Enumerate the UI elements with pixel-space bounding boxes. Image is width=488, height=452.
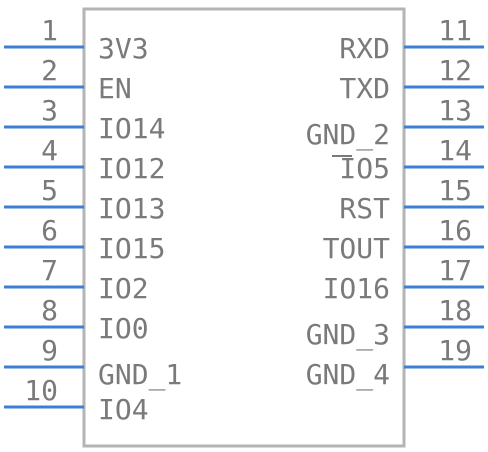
pin-label: TOUT — [323, 232, 391, 265]
pin-number: 16 — [438, 214, 472, 247]
pin-number: 15 — [438, 174, 472, 207]
pin-label: TXD — [339, 72, 390, 105]
pin-number: 7 — [41, 254, 58, 287]
pin-number: 11 — [438, 14, 472, 47]
pin-8: 8 IO0 — [4, 294, 149, 345]
pin-19: 19 GND_4 — [306, 334, 484, 392]
pin-number: 17 — [438, 254, 472, 287]
pin-4: 4 IO12 — [4, 134, 165, 185]
pin-label: IO0 — [98, 312, 149, 345]
pin-17: 17 IO16 — [323, 254, 484, 305]
pin-number: 6 — [41, 214, 58, 247]
pin-14: 14 IO5 — [332, 134, 484, 185]
pin-number: 5 — [41, 174, 58, 207]
pin-label: IO2 — [98, 272, 149, 305]
pin-number: 4 — [41, 134, 58, 167]
pin-2: 2 EN — [4, 54, 132, 105]
pin-label: GND_3 — [306, 318, 390, 352]
pin-label: IO15 — [98, 232, 165, 265]
pin-number: 1 — [41, 14, 58, 47]
pin-label: EN — [98, 72, 132, 105]
pin-label: RXD — [339, 32, 390, 65]
pin-number: 2 — [41, 54, 58, 87]
pin-18: 18 GND_3 — [306, 294, 484, 352]
pin-label: GND_2 — [306, 118, 390, 152]
pin-label: IO16 — [323, 272, 390, 305]
pin-number: 10 — [24, 374, 58, 407]
pin-label: 3V3 — [98, 32, 149, 65]
pin-16: 16 TOUT — [323, 214, 484, 265]
pin-number: 18 — [438, 294, 472, 327]
pin-1: 1 3V3 — [4, 14, 149, 65]
pin-number: 14 — [438, 134, 472, 167]
pin-13: 13 GND_2 — [306, 94, 484, 152]
component-body — [82, 7, 406, 448]
pin-number: 9 — [41, 334, 58, 367]
right-pins: 11 RXD 12 TXD 13 GND_2 14 IO5 15 RST 16 … — [306, 14, 484, 392]
pin-7: 7 IO2 — [4, 254, 149, 305]
left-pins: 1 3V3 2 EN 3 IO14 4 IO12 5 IO13 6 IO15 — [4, 14, 182, 426]
pin-15: 15 RST — [339, 174, 484, 225]
pin-label: GND_1 — [98, 358, 182, 392]
pin-12: 12 TXD — [339, 54, 484, 105]
pin-11: 11 RXD — [339, 14, 484, 65]
pin-label: IO14 — [98, 112, 165, 145]
pin-number: 3 — [41, 94, 58, 127]
pin-label: IO13 — [98, 192, 165, 225]
pin-number: 12 — [438, 54, 472, 87]
pin-label: IO4 — [98, 393, 149, 426]
pin-label: GND_4 — [306, 358, 390, 392]
pin-label: RST — [339, 192, 390, 225]
pin-6: 6 IO15 — [4, 214, 165, 265]
pin-number: 19 — [438, 334, 472, 367]
pin-5: 5 IO13 — [4, 174, 165, 225]
pin-9: 9 GND_1 — [4, 334, 182, 392]
pin-3: 3 IO14 — [4, 94, 165, 145]
pin-label: IO5 — [339, 152, 390, 185]
pin-number: 8 — [41, 294, 58, 327]
pin-label: IO12 — [98, 152, 165, 185]
pin-number: 13 — [438, 94, 472, 127]
pin-10: 10 IO4 — [4, 374, 149, 426]
